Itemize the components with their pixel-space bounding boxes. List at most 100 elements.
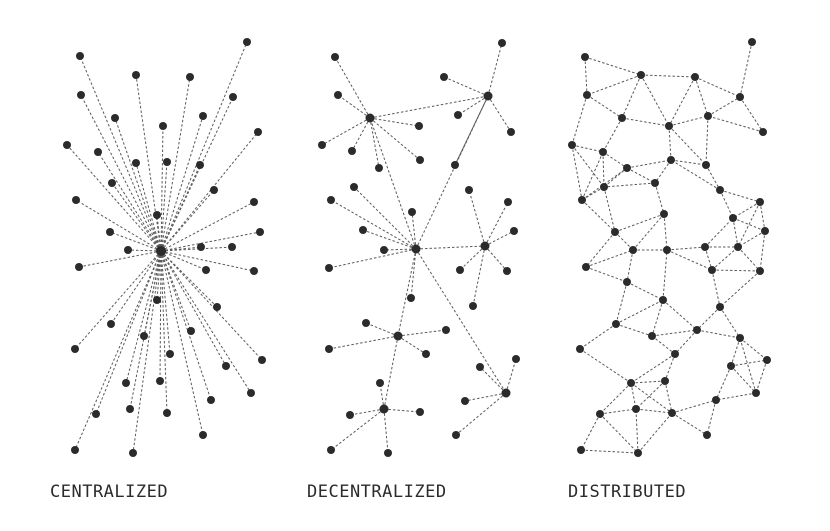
centralized-node	[77, 91, 85, 99]
distributed-node	[627, 379, 635, 387]
distributed-edge	[585, 249, 634, 268]
distributed-node	[577, 446, 585, 454]
distributed-edge	[654, 182, 665, 215]
distributed-edge	[621, 117, 670, 127]
distributed-node	[671, 350, 679, 358]
decentralized-node	[469, 302, 477, 310]
decentralized-node	[375, 164, 383, 172]
centralized-node	[199, 431, 207, 439]
centralized-edge	[160, 246, 233, 252]
distributed-node	[759, 128, 767, 136]
centralized-edge	[109, 231, 162, 252]
distributed-node	[612, 320, 620, 328]
decentralized-hub-node	[393, 331, 403, 341]
distributed-edge	[584, 56, 588, 96]
distributed-edge	[635, 408, 639, 454]
centralized-edge	[75, 199, 162, 252]
decentralized-edge	[369, 117, 380, 169]
centralized-edge	[160, 164, 201, 252]
centralized-node	[202, 266, 210, 274]
centralized-edge	[160, 201, 255, 252]
distributed-edge	[614, 213, 665, 233]
distributed-edge	[730, 359, 768, 367]
distributed-node	[632, 405, 640, 413]
centralized-edge	[160, 250, 207, 271]
distributed-node	[596, 410, 604, 418]
decentralized-node	[331, 53, 339, 61]
centralized-node	[163, 158, 171, 166]
distributed-edge	[626, 159, 672, 169]
centralized-node	[256, 228, 264, 236]
decentralized-edge	[328, 335, 399, 350]
centralized-node	[207, 396, 215, 404]
distributed-node	[637, 71, 645, 79]
distributed-node	[712, 396, 720, 404]
distributed-node	[629, 246, 637, 254]
distributed-edge	[705, 115, 709, 166]
centralized-edge	[97, 151, 162, 252]
centralized-edge	[111, 182, 162, 252]
distributed-edge	[580, 449, 639, 454]
distributed-node	[660, 210, 668, 218]
decentralized-node	[408, 208, 416, 216]
distributed-label: DISTRIBUTED	[568, 482, 687, 502]
distributed-edge	[732, 201, 761, 219]
decentralized-edge	[484, 201, 509, 247]
decentralized-edge	[383, 408, 421, 413]
decentralized-edge	[369, 117, 417, 250]
centralized-node	[196, 161, 204, 169]
decentralized-edge	[455, 392, 507, 436]
distributed-node	[748, 38, 756, 46]
decentralized-node	[451, 161, 459, 169]
distributed-edge	[732, 217, 739, 248]
distributed-edge	[581, 151, 604, 201]
centralized-edge	[132, 250, 162, 454]
distributed-edge	[739, 337, 757, 394]
centralized-edge	[160, 250, 263, 361]
distributed-edge	[730, 337, 741, 367]
centralized-node	[122, 379, 130, 387]
decentralized-edge	[484, 245, 508, 272]
centralized-node	[153, 211, 161, 219]
decentralized-node	[510, 227, 518, 235]
distributed-edge	[630, 382, 673, 414]
decentralized-node	[476, 363, 484, 371]
decentralized-edge	[468, 189, 486, 247]
distributed-node	[736, 93, 744, 101]
distributed-node	[623, 164, 631, 172]
centralized-edge	[160, 125, 164, 252]
distributed-edge	[666, 246, 706, 251]
decentralized-edge	[351, 117, 371, 152]
distributed-node	[582, 263, 590, 271]
distributed-node	[756, 267, 764, 275]
decentralized-node	[440, 73, 448, 81]
centralized-edge	[160, 250, 227, 367]
centralized-node	[229, 93, 237, 101]
decentralized-edge	[410, 248, 417, 299]
distributed-node	[583, 91, 591, 99]
distributed-edge	[755, 359, 768, 394]
distributed-node	[568, 141, 576, 149]
decentralized-node	[512, 355, 520, 363]
decentralized-node	[348, 147, 356, 155]
distributed-edge	[579, 348, 632, 384]
centralized-edge	[160, 115, 204, 252]
distributed-node	[668, 409, 676, 417]
distributed-node	[611, 228, 619, 236]
distributed-edge	[707, 96, 741, 117]
centralized-edge	[135, 162, 162, 252]
distributed-edge	[668, 76, 696, 127]
centralized-edge	[95, 250, 162, 415]
decentralized-edge	[369, 95, 489, 119]
distributed-edge	[630, 380, 666, 384]
distributed-node	[623, 278, 631, 286]
distributed-edge	[696, 306, 721, 331]
distributed-edge	[651, 329, 698, 337]
decentralized-edge	[321, 117, 371, 146]
distributed-edge	[671, 412, 708, 436]
centralized-node	[132, 159, 140, 167]
distributed-node	[599, 148, 607, 156]
centralized-edge	[114, 117, 162, 252]
distributed-edge	[621, 74, 642, 119]
distributed-edge	[706, 399, 717, 436]
